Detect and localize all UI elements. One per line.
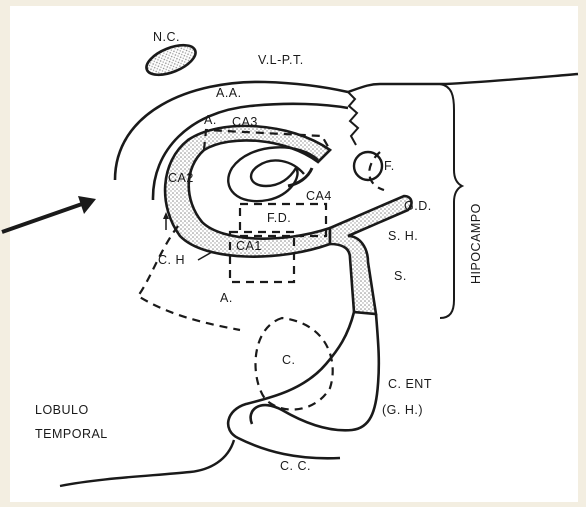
label-gh: (G. H.) — [382, 403, 423, 417]
label-vlpt: V.L-P.T. — [258, 53, 304, 67]
label-cent: C. ENT — [388, 377, 432, 391]
label-temporal: TEMPORAL — [35, 427, 108, 441]
label-c: C. — [282, 353, 296, 367]
label-f: F. — [384, 159, 395, 173]
fimbria — [354, 152, 382, 180]
label-a-upper: A. — [204, 113, 217, 127]
label-ca1: CA1 — [236, 239, 262, 253]
label-a-lower: A. — [220, 291, 233, 305]
label-sh: S. H. — [388, 229, 418, 243]
label-s: S. — [394, 269, 407, 283]
label-nc: N.C. — [153, 30, 180, 44]
label-ch: C. H — [158, 253, 185, 267]
label-ca2: CA2 — [168, 171, 194, 185]
label-aa: A.A. — [216, 86, 242, 100]
label-fd: F.D. — [267, 211, 291, 225]
label-hipocampo: HIPOCAMPO — [469, 203, 483, 284]
label-ca3: CA3 — [232, 115, 258, 129]
label-gd: G.D. — [404, 199, 432, 213]
label-lobulo: LOBULO — [35, 403, 89, 417]
label-ca4: CA4 — [306, 189, 332, 203]
label-cc: C. C. — [280, 459, 311, 473]
